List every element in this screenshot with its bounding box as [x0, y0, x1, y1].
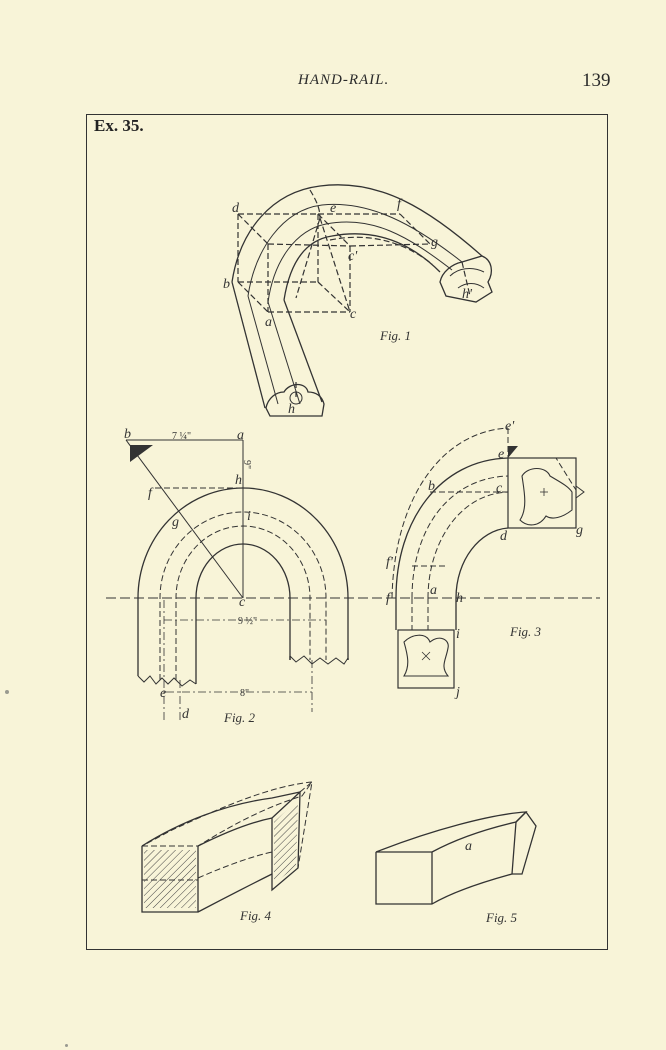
paper-speck [65, 1044, 68, 1047]
svg-text:c': c' [348, 249, 358, 264]
figure-2 [125, 439, 349, 720]
figure-1-caption: Fig. 1 [379, 328, 411, 343]
svg-text:d: d [182, 707, 190, 722]
svg-text:j: j [454, 685, 460, 700]
svg-text:f: f [148, 486, 154, 501]
page-number: 139 [582, 70, 611, 91]
svg-text:f: f [386, 591, 392, 606]
svg-text:g: g [431, 235, 438, 250]
svg-text:d: d [232, 201, 240, 216]
dimension-7-quarter: 7 ¼" [172, 431, 191, 442]
dimension-8: 8" [240, 688, 249, 699]
svg-text:c: c [239, 595, 246, 610]
figure-3-caption: Fig. 3 [509, 624, 542, 639]
svg-text:g: g [172, 515, 179, 530]
svg-text:h': h' [462, 287, 473, 302]
figure-1 [231, 184, 493, 417]
svg-text:e: e [330, 201, 336, 216]
svg-text:b: b [428, 479, 435, 494]
svg-text:d: d [500, 529, 508, 544]
svg-text:a: a [265, 315, 272, 330]
running-title: HAND-RAIL. [298, 72, 390, 88]
figure-5-labels: a Fig. 5 [465, 839, 518, 925]
figure-5 [375, 810, 537, 905]
figure-3 [391, 427, 585, 689]
svg-text:e': e' [505, 419, 515, 434]
svg-text:c: c [496, 481, 503, 496]
svg-text:c: c [350, 307, 357, 322]
svg-text:f': f' [386, 555, 394, 570]
running-head: HAND-RAIL. 139 [0, 68, 666, 98]
paper-speck [5, 690, 9, 694]
svg-text:h: h [456, 591, 463, 606]
svg-text:a: a [465, 839, 472, 854]
figure-2-caption: Fig. 2 [223, 710, 256, 725]
dimension-9: 9" [241, 460, 252, 469]
svg-text:a: a [430, 583, 437, 598]
figure-4-labels: Fig. 4 [239, 908, 272, 923]
svg-text:g: g [576, 523, 583, 538]
dimension-9-half: 9 ½" [238, 616, 257, 627]
svg-text:e: e [160, 686, 166, 701]
svg-text:i: i [247, 509, 251, 524]
svg-text:h: h [235, 473, 242, 488]
svg-text:f: f [397, 197, 403, 212]
figure-4 [141, 780, 314, 913]
figure-3-labels: e' e b c d g f' f a h i j Fig. 3 [386, 419, 583, 700]
svg-text:e: e [498, 447, 504, 462]
example-label: Ex. 35. [94, 116, 144, 135]
svg-text:a: a [237, 428, 244, 443]
svg-text:i: i [456, 627, 460, 642]
plate-frame [86, 114, 608, 950]
svg-text:b: b [124, 427, 131, 442]
svg-text:b: b [223, 277, 230, 292]
svg-text:h: h [288, 402, 295, 417]
figure-5-caption: Fig. 5 [485, 910, 518, 925]
figure-1-labels: d e f g c' b c a h h' Fig. 1 [223, 197, 473, 417]
figure-2-labels: b 7 ¼" a 9" h f g i c 9 ½" e 8" d Fig. 2 [124, 427, 257, 725]
figure-4-caption: Fig. 4 [239, 908, 272, 923]
